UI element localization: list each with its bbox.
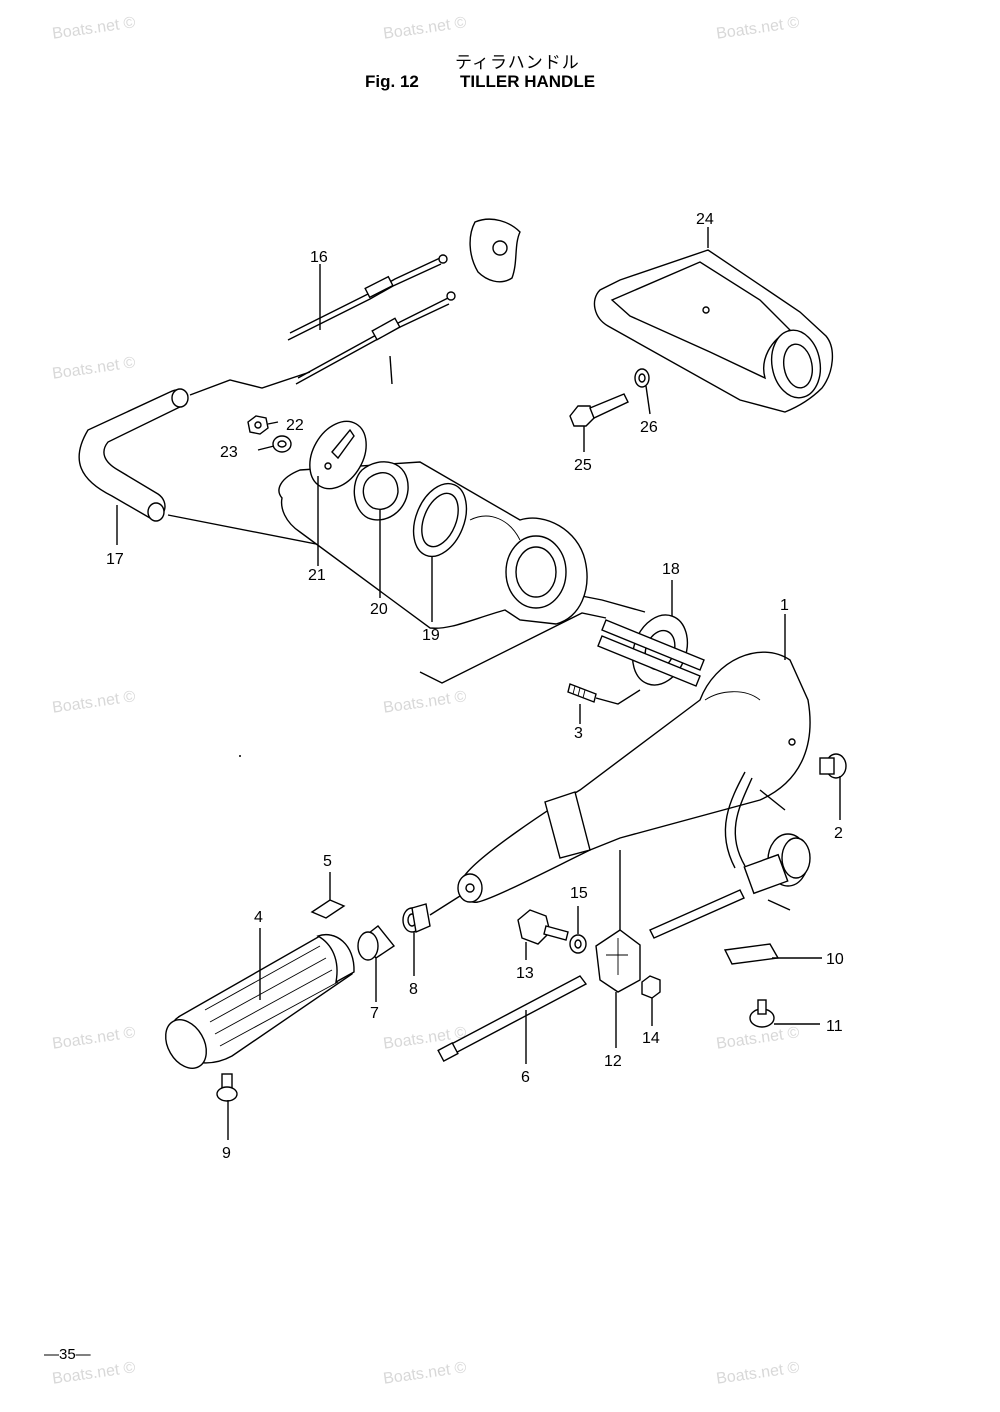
part-5-label	[310, 899, 346, 919]
callout-2: 2	[834, 825, 843, 842]
callout-20: 20	[370, 601, 388, 618]
callout-16: 16	[310, 249, 328, 266]
callout-13: 13	[516, 965, 534, 982]
part-13-friction-knob	[517, 909, 569, 945]
callout-6: 6	[521, 1069, 530, 1086]
callout-14: 14	[642, 1030, 660, 1047]
part-4-grip	[165, 934, 355, 1069]
callout-10: 10	[826, 951, 844, 968]
part-10-lanyard-clip	[723, 943, 780, 965]
part-26-washer	[634, 368, 650, 388]
callout-19: 19	[422, 627, 440, 644]
callout-5: 5	[323, 853, 332, 870]
part-17-tube	[78, 388, 189, 522]
part-1-tiller-arm	[457, 651, 811, 903]
callout-1: 1	[780, 597, 789, 614]
wire-harness	[759, 789, 786, 811]
callout-7: 7	[370, 1005, 379, 1022]
callout-3: 3	[574, 725, 583, 742]
callout-25: 25	[574, 457, 592, 474]
part-18-bushing	[597, 614, 705, 687]
callout-24: 24	[696, 211, 714, 228]
assembly-line	[167, 514, 646, 613]
leader-lines	[116, 227, 841, 1140]
part-25-bolt	[569, 393, 629, 427]
part-9-screw	[216, 1073, 238, 1102]
callout-11: 11	[826, 1018, 843, 1035]
callout-17: 17	[106, 551, 124, 568]
callout-4: 4	[254, 909, 263, 926]
figure-number: Fig. 12	[365, 72, 419, 91]
part-8-bushing	[402, 903, 431, 933]
assembly-line	[429, 895, 461, 916]
part-21-plate	[309, 420, 367, 490]
callout-9: 9	[222, 1145, 231, 1162]
cable-bracket	[469, 218, 521, 283]
page-number: —35—	[44, 1346, 91, 1363]
part-22-nut	[247, 415, 269, 435]
callout-15: 15	[570, 885, 588, 902]
part-14-nut	[641, 975, 661, 999]
part-11-screw	[749, 999, 775, 1028]
part-16-cable	[287, 254, 448, 341]
wire-harness	[734, 777, 753, 867]
part-19-ring	[412, 482, 468, 558]
part-3-stud	[567, 683, 597, 703]
callout-22: 22	[286, 417, 304, 434]
assembly-line	[595, 689, 641, 705]
stray-dot	[239, 755, 241, 757]
callout-18: 18	[662, 561, 680, 578]
assembly-line	[189, 371, 311, 396]
part-23-washer	[272, 435, 292, 453]
part-7-collar	[357, 925, 396, 961]
wire-harness	[724, 771, 746, 869]
callout-23: 23	[220, 444, 238, 461]
figure-title: TILLER HANDLE	[460, 72, 596, 91]
assembly-line	[419, 612, 607, 684]
part-24-handle	[593, 249, 833, 413]
part-20-gasket	[353, 461, 409, 521]
callout-26: 26	[640, 419, 658, 436]
stop-switch	[649, 833, 811, 939]
part-2-plug	[819, 753, 847, 779]
part-15-washer	[569, 934, 587, 954]
part-6-rod	[437, 975, 588, 1063]
callout-21: 21	[308, 567, 326, 584]
callout-8: 8	[409, 981, 418, 998]
part-12-bracket	[595, 929, 641, 993]
title-japanese: ティラハンドル	[455, 53, 580, 73]
callout-12: 12	[604, 1053, 622, 1070]
part-8-cable	[295, 291, 456, 385]
